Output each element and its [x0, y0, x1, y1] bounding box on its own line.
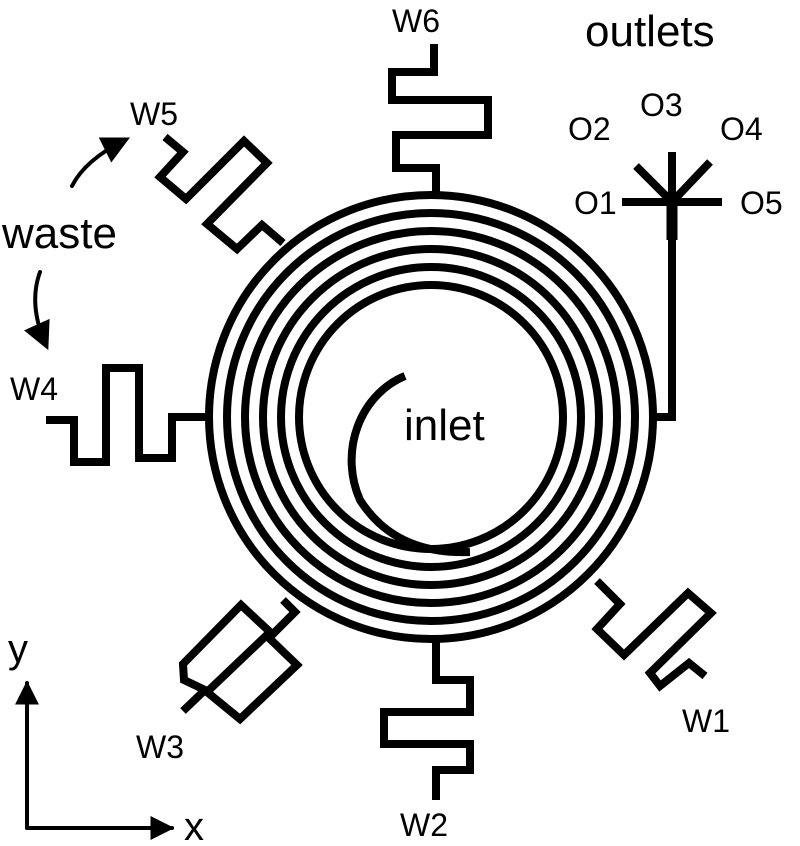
spiral-loop-5	[277, 263, 585, 571]
w1-label: W1	[682, 703, 730, 739]
o3-label: O3	[640, 87, 683, 123]
o1-label: O1	[574, 185, 617, 221]
waste-arrow-down	[24, 270, 50, 351]
spiral-loop-4	[259, 245, 603, 589]
inlet-curve	[347, 372, 471, 557]
waste-channel-w5	[154, 133, 286, 255]
o2-label: O2	[568, 111, 611, 147]
outlet-o2	[633, 163, 675, 205]
waste-channel-w6	[388, 44, 492, 197]
o4-label: O4	[720, 111, 763, 147]
outlet-o4	[669, 159, 713, 205]
waste-arrow-up	[70, 137, 131, 188]
waste-channel-w3	[178, 597, 303, 725]
waste-label: waste	[1, 209, 117, 258]
o5-label: O5	[740, 185, 783, 221]
w6-label: W6	[392, 3, 440, 39]
w5-label: W5	[130, 96, 178, 132]
w2-label: W2	[400, 807, 448, 843]
spiral-loop-2	[223, 209, 639, 625]
inlet-label: inlet	[404, 401, 485, 450]
waste-channel-w2	[380, 639, 474, 800]
outlet-channel	[622, 152, 722, 421]
w3-label: W3	[136, 729, 184, 765]
x-axis-label: x	[184, 805, 204, 846]
outlet-stem	[654, 200, 676, 421]
waste-channels	[46, 44, 717, 800]
outlets-title: outlets	[585, 7, 715, 56]
spiral-loop-3	[241, 227, 621, 607]
waste-channel-w4	[46, 364, 209, 466]
y-axis-label: y	[8, 627, 28, 671]
waste-channel-w1	[591, 578, 717, 692]
waste-arrows	[24, 137, 131, 351]
spiral-channel	[205, 191, 657, 643]
w4-label: W4	[10, 371, 58, 407]
axes	[14, 680, 175, 840]
